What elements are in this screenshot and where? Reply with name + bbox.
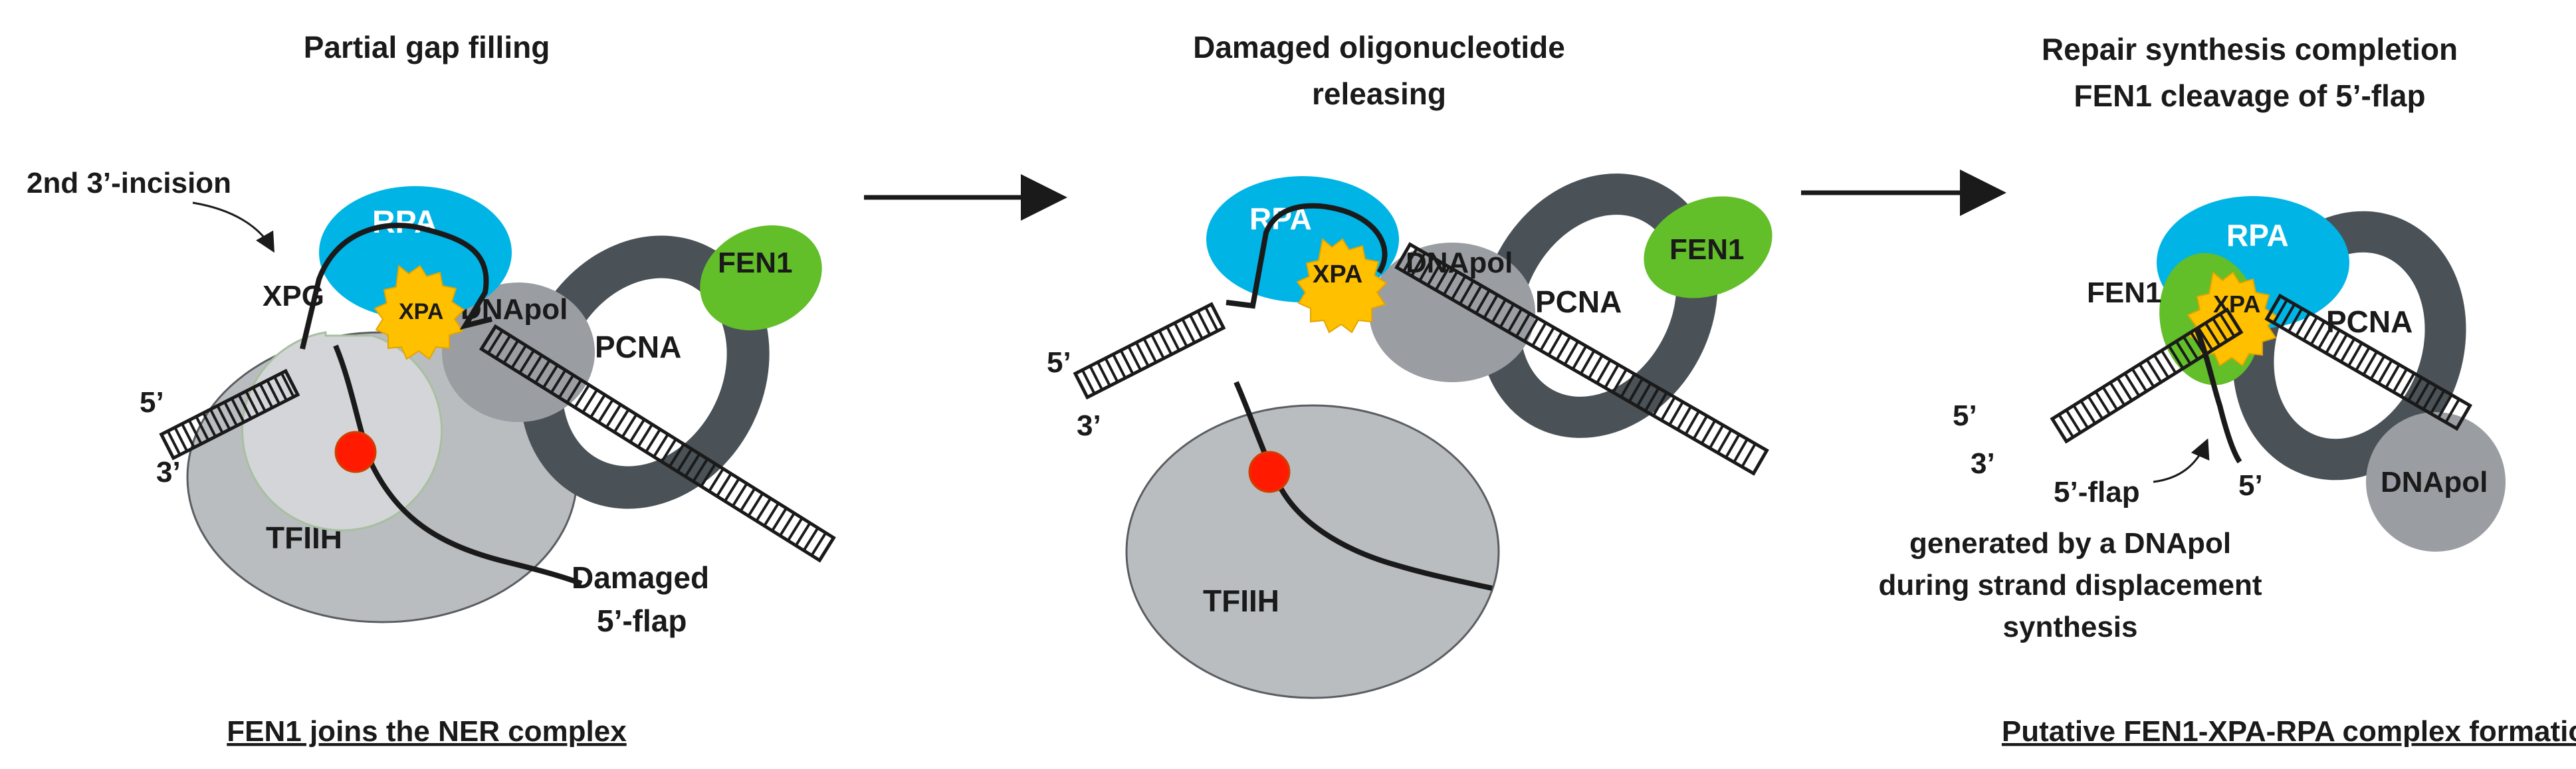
dnapol-shape [1369, 243, 1535, 382]
dna-duplex-left [1073, 302, 1226, 400]
tfiih-label: TFIIH [1203, 584, 1279, 618]
xpa-shape [374, 265, 465, 360]
three-prime-label: 3’ [1077, 409, 1101, 442]
panel2-title-line1: Damaged oligonucleotide [1193, 30, 1565, 64]
flap-arrow [2153, 438, 2210, 483]
damaged-flap-strand [333, 344, 583, 586]
fen1-label: FEN1 [1669, 233, 1744, 266]
panel-oligonucleotide-release: Damaged oligonucleotide releasing TFIIH … [1047, 30, 1772, 699]
fen1-shape [1644, 196, 1772, 298]
dnapol-shape [442, 282, 595, 422]
incision-label: 2nd 3’-incision [27, 167, 231, 199]
dna-duplex-left [159, 368, 300, 461]
lesion-marker [1248, 451, 1291, 493]
panel-partial-gap-filling: Partial gap filling TFIIH XPG PCNA DNApo… [27, 30, 836, 748]
flap-note-line2: during strand displacement [1879, 569, 2262, 602]
damaged-flap-label-line2: 5’-flap [597, 604, 687, 638]
pcna-label: PCNA [2326, 304, 2413, 339]
panel3-title-line2: FEN1 cleavage of 5’-flap [2074, 78, 2425, 113]
lesion-marker [334, 431, 377, 473]
damaged-flap-label-line1: Damaged [572, 560, 709, 595]
incision-arrow [192, 201, 274, 253]
xpa-label: XPA [399, 299, 443, 324]
dna-duplex-left [2050, 307, 2244, 444]
panel1-caption: FEN1 joins the NER complex [227, 715, 627, 748]
panel3-title-line1: Repair synthesis completion [2042, 32, 2458, 66]
five-prime-label: 5’ [1047, 346, 1071, 379]
released-oligo [1234, 381, 1493, 591]
fen1-shape [700, 225, 822, 330]
ssdna-loop [300, 223, 492, 350]
dna-duplex-right [2264, 293, 2472, 431]
tfiih-shape [1125, 404, 1500, 699]
pcna-label: PCNA [1535, 284, 1622, 319]
five-prime-left-label: 5’ [1953, 399, 1977, 432]
panel1-title: Partial gap filling [304, 30, 550, 64]
flap-note-line3: synthesis [2003, 611, 2138, 643]
flap-label: 5’-flap [2054, 476, 2140, 508]
pcna-ring [1479, 173, 1718, 438]
rpa-label: RPA [372, 205, 437, 240]
fen1-label: FEN1 [718, 247, 792, 279]
panel2-title-line2: releasing [1312, 76, 1446, 111]
pcna-label: PCNA [595, 330, 681, 364]
five-prime-label: 5’ [140, 386, 164, 419]
xpa-label: XPA [1313, 261, 1362, 288]
fen1-label: FEN1 [2087, 276, 2161, 309]
three-prime-label: 3’ [1971, 447, 1995, 480]
five-prime-flap-strand [2194, 328, 2242, 464]
five-prime-flap-end-label: 5’ [2238, 469, 2263, 502]
dna-duplex-right [479, 324, 836, 563]
three-prime-label: 3’ [156, 456, 181, 489]
xpa-shape [1296, 238, 1388, 334]
panel-repair-synthesis-completion: Repair synthesis completion FEN1 cleavag… [1879, 32, 2576, 748]
dna-duplex-right [1394, 242, 1769, 476]
panel3-caption: Putative FEN1-XPA-RPA complex formation [2002, 715, 2576, 748]
flap-note-line1: generated by a DNApol [1909, 527, 2231, 560]
rpa-label: RPA [2226, 218, 2289, 253]
ssdna-loop [1226, 203, 1388, 309]
dnapol-label: DNApol [2381, 466, 2488, 498]
dnapol-shape [2366, 412, 2506, 552]
rpa-shape [319, 186, 512, 319]
